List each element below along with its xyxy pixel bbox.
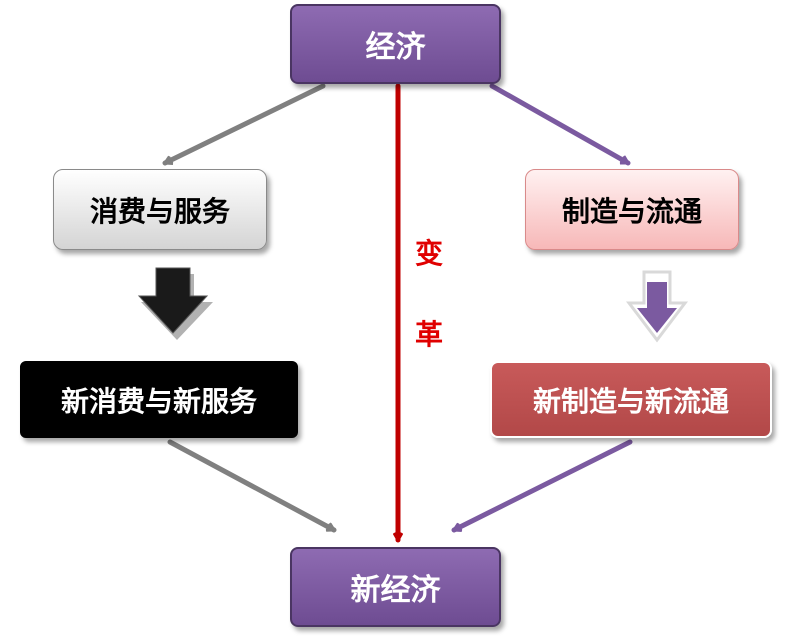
manufacturing-circulation-node: 制造与流通 bbox=[525, 169, 739, 250]
arrow-economy-to-consumption bbox=[165, 83, 326, 166]
economy-node: 经济 bbox=[290, 4, 501, 84]
reform-label-char: 变 bbox=[414, 237, 443, 270]
consumption-services-node: 消费与服务 bbox=[53, 169, 267, 250]
reform-label-char: 革 bbox=[414, 318, 443, 351]
block-arrow-manufacturing bbox=[625, 270, 689, 343]
new-economy-node: 新经济 bbox=[290, 547, 501, 627]
new-manufacturing-circulation-node: 新制造与新流通 bbox=[490, 361, 772, 438]
arrow-newmanufacturing-to-neweconomy bbox=[454, 439, 633, 533]
block-arrow-consumption bbox=[137, 267, 213, 340]
arrow-economy-to-manufacturing bbox=[489, 83, 628, 166]
new-consumption-services-node: 新消费与新服务 bbox=[20, 361, 298, 438]
arrow-newconsumption-to-neweconomy bbox=[167, 439, 334, 533]
